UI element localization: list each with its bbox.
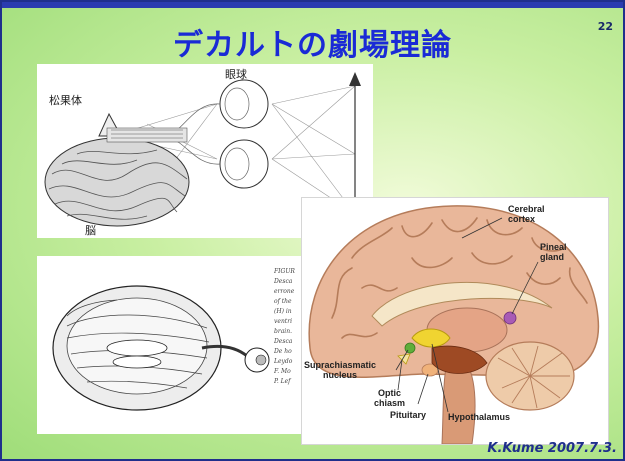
top-accent-bar bbox=[2, 2, 623, 8]
caption-line: errone bbox=[274, 287, 302, 297]
page-number: 22 bbox=[598, 20, 613, 33]
pineal-body-label: 松果体 bbox=[49, 92, 82, 108]
brain-sagittal-drawing bbox=[302, 198, 608, 444]
caption-line: of the bbox=[274, 297, 302, 307]
caption-line: De ho bbox=[274, 347, 302, 357]
figure-caption: FIGUR Desca errone of the (H) in ventri … bbox=[274, 267, 302, 387]
caption-line: ventri bbox=[274, 317, 302, 327]
caption-line: F. Mo bbox=[274, 367, 302, 377]
eyeball-label: 眼球 bbox=[225, 66, 247, 82]
suprachiasmatic-nucleus-label: Suprachiasmatic nucleus bbox=[304, 360, 376, 380]
slide-title: デカルトの劇場理論 bbox=[2, 20, 623, 64]
brain-label: 脳 bbox=[85, 222, 96, 238]
pineal-gland-label: Pineal gland bbox=[540, 242, 567, 262]
brain-engraving-drawing bbox=[37, 256, 277, 434]
pituitary-label: Pituitary bbox=[390, 410, 426, 420]
caption-line: FIGUR bbox=[274, 267, 302, 277]
brain-sagittal-diagram: Cerebral cortex Pineal gland Suprachiasm… bbox=[302, 198, 608, 444]
caption-line: (H) in bbox=[274, 307, 302, 317]
hypothalamus-label: Hypothalamus bbox=[448, 412, 510, 422]
caption-line: brain. bbox=[274, 327, 302, 337]
author-credit: K.Kume 2007.7.3. bbox=[487, 441, 617, 456]
caption-line: Desca bbox=[274, 337, 302, 347]
caption-line: Leydo bbox=[274, 357, 302, 367]
cerebral-cortex-label: Cerebral cortex bbox=[508, 204, 545, 224]
caption-line: P. Lef bbox=[274, 377, 302, 387]
caption-line: Desca bbox=[274, 277, 302, 287]
optic-chiasm-label: Optic chiasm bbox=[374, 388, 405, 408]
